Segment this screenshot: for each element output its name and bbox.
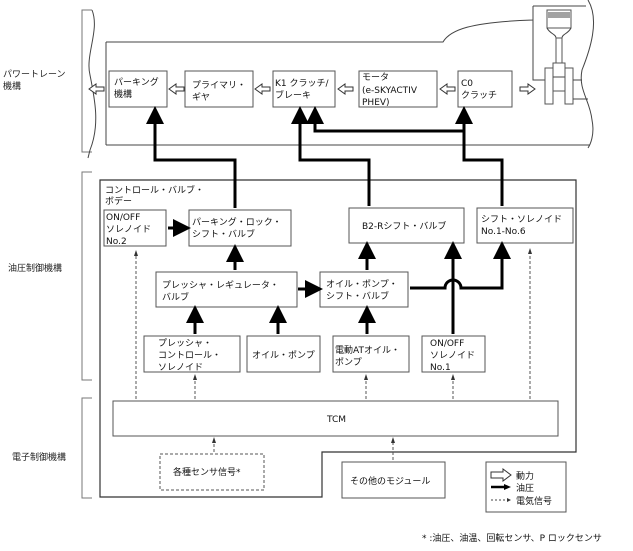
box-pcs-line-2: コントロール・ xyxy=(158,351,221,361)
box-k1-line-2: ブレーキ xyxy=(275,89,311,101)
box-sensor-signals xyxy=(159,453,265,491)
box-primary-gear-line-1: プライマリ・ xyxy=(192,80,246,91)
legend-hydraulic-arrowhead-icon xyxy=(504,484,511,490)
box-b2r-label: B2-Rシフト・バルブ xyxy=(362,220,446,232)
box-c0-line-1: C0 xyxy=(461,79,473,89)
box-pressure-control-solenoid xyxy=(143,335,241,373)
box-shift-solenoid xyxy=(476,207,574,244)
box-motor-line-1: モータ xyxy=(362,72,389,83)
elec-arrowhead xyxy=(193,374,197,380)
box-oil-pump-label: オイル・ポンプ xyxy=(252,350,315,361)
power-arrow xyxy=(337,83,354,95)
section-label-electronic: 電子制御機構 xyxy=(12,451,66,463)
hydraulic-lines xyxy=(146,106,511,334)
power-arrows xyxy=(88,83,536,95)
box-k1-line-1: K1 クラッチ/ xyxy=(275,78,329,89)
box-b2r-shift-valve xyxy=(348,207,465,244)
box-other-modules xyxy=(341,461,446,499)
box-pressure-regulator-valve xyxy=(155,271,298,308)
legend-power-arrow-icon xyxy=(490,468,512,482)
elec-arrowhead xyxy=(528,248,532,254)
box-pressure-regulator-line-1: プレッシャ・レギュレータ・ xyxy=(162,280,279,291)
box-onoff-solenoid-1 xyxy=(421,335,486,373)
box-shift-solenoid-line-1: シフト・ソレノイド xyxy=(481,215,562,225)
box-shift-solenoid-line-2: No.1-No.6 xyxy=(481,227,526,237)
elec-arrowhead xyxy=(212,437,216,443)
power-arrow xyxy=(88,83,105,95)
control-valve-body-frame xyxy=(99,179,577,498)
box-tcm xyxy=(112,400,559,437)
bracket-hydraulic xyxy=(81,171,92,381)
legend-electric-arrowhead-icon xyxy=(507,498,511,502)
elec-arrowhead xyxy=(364,374,368,380)
box-pcs-line-1: プレッシャ・ xyxy=(158,338,212,349)
box-oil-pump-shift-line-1: オイル・ポンプ・ xyxy=(326,279,398,290)
control-valve-body-label-1: コントロール・バルブ・ xyxy=(105,184,204,196)
legend-power-label: 動力 xyxy=(516,470,534,482)
box-parking-lock-line-1: パーキング・ロック・ xyxy=(192,216,282,228)
power-arrow xyxy=(168,83,185,95)
box-electric-pump-line-2: ポンプ xyxy=(335,357,362,368)
oil-line-parking-lock-to-parking xyxy=(146,106,237,208)
oil-line-shift-solenoid-to-c0 xyxy=(455,106,504,206)
box-motor xyxy=(358,70,438,108)
engine-icon xyxy=(532,5,588,105)
powertrain-wavy-right-edge xyxy=(580,0,595,149)
oil-line-b2r-to-k1 xyxy=(291,106,371,206)
control-valve-body-label-2: ボデー xyxy=(105,195,132,207)
box-onoff1-line-1: ON/OFF xyxy=(430,339,464,349)
electric-signal-lines xyxy=(134,248,532,460)
section-label-powertrain-2: 機構 xyxy=(3,80,21,92)
box-c0-line-2: クラッチ xyxy=(461,90,497,101)
box-primary-gear xyxy=(184,70,254,108)
legend-hydraulic-label: 油圧 xyxy=(516,482,534,494)
footnote: * :油圧、油温、回転センサ、P ロックセンサ xyxy=(422,532,602,544)
box-parking-lock-line-2: シフト・バルブ xyxy=(192,228,255,240)
box-c0-clutch xyxy=(457,70,513,108)
box-electric-at-oil-pump xyxy=(332,335,410,373)
elec-arrowhead xyxy=(451,374,455,380)
oil-line-c0-to-k1 xyxy=(306,106,464,133)
box-other-modules-label: その他のモジュール xyxy=(350,475,430,487)
box-onoff1-line-2: ソレノイド xyxy=(430,351,475,361)
box-motor-line-2: (e-SKYACTIV xyxy=(362,86,418,96)
box-electric-pump-line-1: 電動ATオイル・ xyxy=(335,345,400,356)
power-arrow xyxy=(519,83,536,95)
box-parking-mechanism-line-1: パーキング xyxy=(114,76,159,88)
box-onoff2-line-3: No.2 xyxy=(106,237,127,247)
box-k1-clutch-brake xyxy=(272,70,336,108)
legend-box xyxy=(485,461,567,513)
powertrain-wavy-left-edge xyxy=(87,9,97,159)
section-label-powertrain-1: パワートレーン xyxy=(3,69,66,80)
box-parking-lock-shift-valve xyxy=(188,209,292,247)
box-oil-pump-shift-valve xyxy=(319,271,409,308)
box-oil-pump-shift-line-2: シフト・バルブ xyxy=(326,290,389,302)
bracket-electronic xyxy=(81,397,92,499)
box-onoff2-line-2: ソレノイド xyxy=(106,225,151,235)
legend-electric-label: 電気信号 xyxy=(516,495,552,507)
box-pcs-line-3: ソレノイド xyxy=(158,363,203,373)
power-arrow xyxy=(254,83,271,95)
box-onoff1-line-3: No.1 xyxy=(430,363,451,373)
box-parking-mechanism-line-2: 機構 xyxy=(114,88,132,100)
box-pressure-regulator-line-2: バルブ xyxy=(162,291,189,303)
elec-arrowhead xyxy=(391,437,395,443)
power-arrow xyxy=(439,83,456,95)
box-parking-mechanism xyxy=(108,70,168,108)
legend: 動力 油圧 電気信号 xyxy=(485,461,567,513)
box-sensor-signals-label: 各種センサ信号* xyxy=(173,466,241,478)
box-oil-pump xyxy=(246,335,321,373)
box-tcm-label: TCM xyxy=(326,415,346,425)
elec-arrowhead xyxy=(134,250,138,256)
box-onoff-solenoid-2 xyxy=(103,209,167,247)
bracket-powertrain xyxy=(81,9,92,153)
box-onoff2-line-1: ON/OFF xyxy=(106,213,140,223)
box-motor-line-3: PHEV) xyxy=(362,98,390,108)
section-label-hydraulic: 油圧制御機構 xyxy=(8,262,62,274)
powertrain-frame-top xyxy=(106,6,534,43)
box-primary-gear-line-2: ギヤ xyxy=(192,92,210,103)
oil-line-valve-to-shift-solenoid xyxy=(410,241,511,290)
